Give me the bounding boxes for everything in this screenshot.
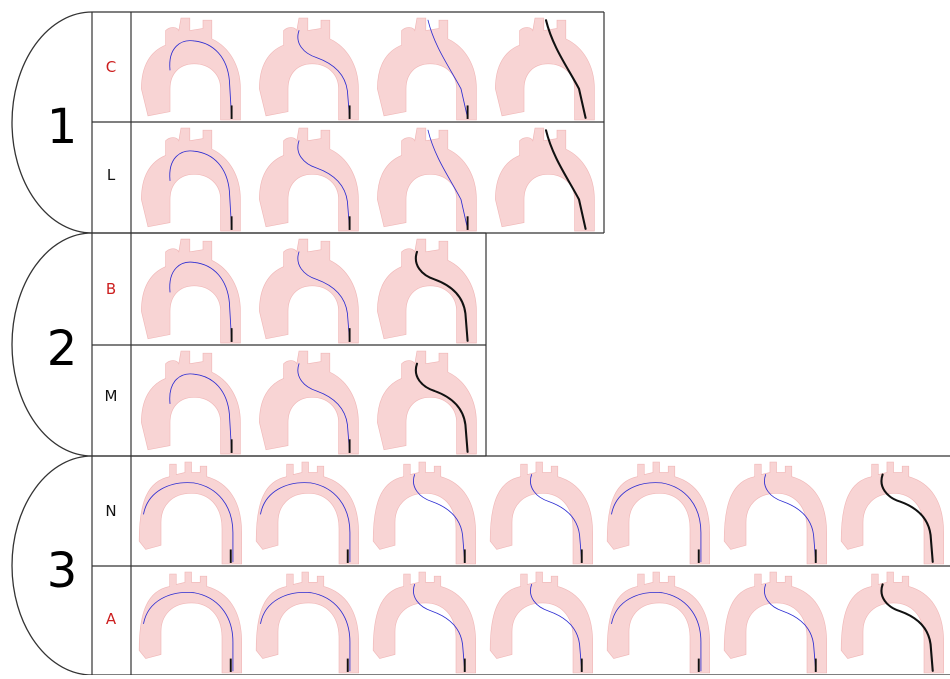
frame-m-2 [259,351,358,454]
frame-c-4 [495,18,594,120]
frame-n-4 [490,462,592,564]
aorta-silhouette [259,239,358,343]
frame-m-1 [141,351,240,454]
frame-b-1 [141,239,240,343]
aorta-silhouette [141,239,240,343]
aorta-silhouette [373,462,475,564]
aorta-silhouette [607,462,709,564]
aorta-silhouette [495,128,594,231]
aorta-silhouette [841,572,943,673]
frame-b-3 [377,239,476,343]
aorta-silhouette [141,128,240,231]
aorta-silhouette [256,572,358,673]
group-label-2: 2 [47,321,78,377]
aorta-silhouette [259,128,358,231]
aorta-silhouette [377,239,476,343]
aorta-silhouette [607,572,709,673]
frame-n-2 [256,462,358,564]
frame-c-3 [377,18,476,120]
frame-n-1 [139,462,241,564]
row-label-a: A [106,610,117,628]
aorta-silhouette [377,18,476,120]
frame-n-3 [373,462,475,564]
frame-m-3 [377,351,476,454]
aorta-silhouette [377,351,476,454]
frame-n-6 [724,462,826,564]
group-label-1: 1 [47,99,78,155]
group-label-3: 3 [47,543,78,599]
frame-n-7 [841,462,943,564]
aorta-silhouette [373,572,475,673]
aorta-silhouette [139,462,241,564]
frame-l-3 [377,128,476,231]
row-label-l: L [107,166,116,184]
frame-c-1 [141,18,240,120]
row-label-c: C [106,58,116,76]
frame-a-1 [139,572,241,673]
aorta-silhouette [724,572,826,673]
aorta-silhouette [490,572,592,673]
frame-a-3 [373,572,475,673]
aorta-silhouette [256,462,358,564]
frame-l-1 [141,128,240,231]
frame-a-2 [256,572,358,673]
aorta-silhouette [724,462,826,564]
frame-l-4 [495,128,594,231]
aorta-silhouette [377,128,476,231]
row-label-n: N [105,502,116,520]
frame-a-5 [607,572,709,673]
aorta-silhouette [490,462,592,564]
row-label-b: B [106,280,116,298]
aorta-silhouette [141,351,240,454]
frame-a-4 [490,572,592,673]
aorta-silhouette [259,18,358,120]
frame-c-2 [259,18,358,120]
aorta-silhouette [259,351,358,454]
frame-b-2 [259,239,358,343]
frame-n-5 [607,462,709,564]
aorta-silhouette [841,462,943,564]
frame-a-7 [841,572,943,673]
frame-l-2 [259,128,358,231]
aorta-silhouette [141,18,240,120]
aorta-silhouette [495,18,594,120]
row-label-m: M [105,387,118,405]
frame-a-6 [724,572,826,673]
aorta-silhouette [139,572,241,673]
